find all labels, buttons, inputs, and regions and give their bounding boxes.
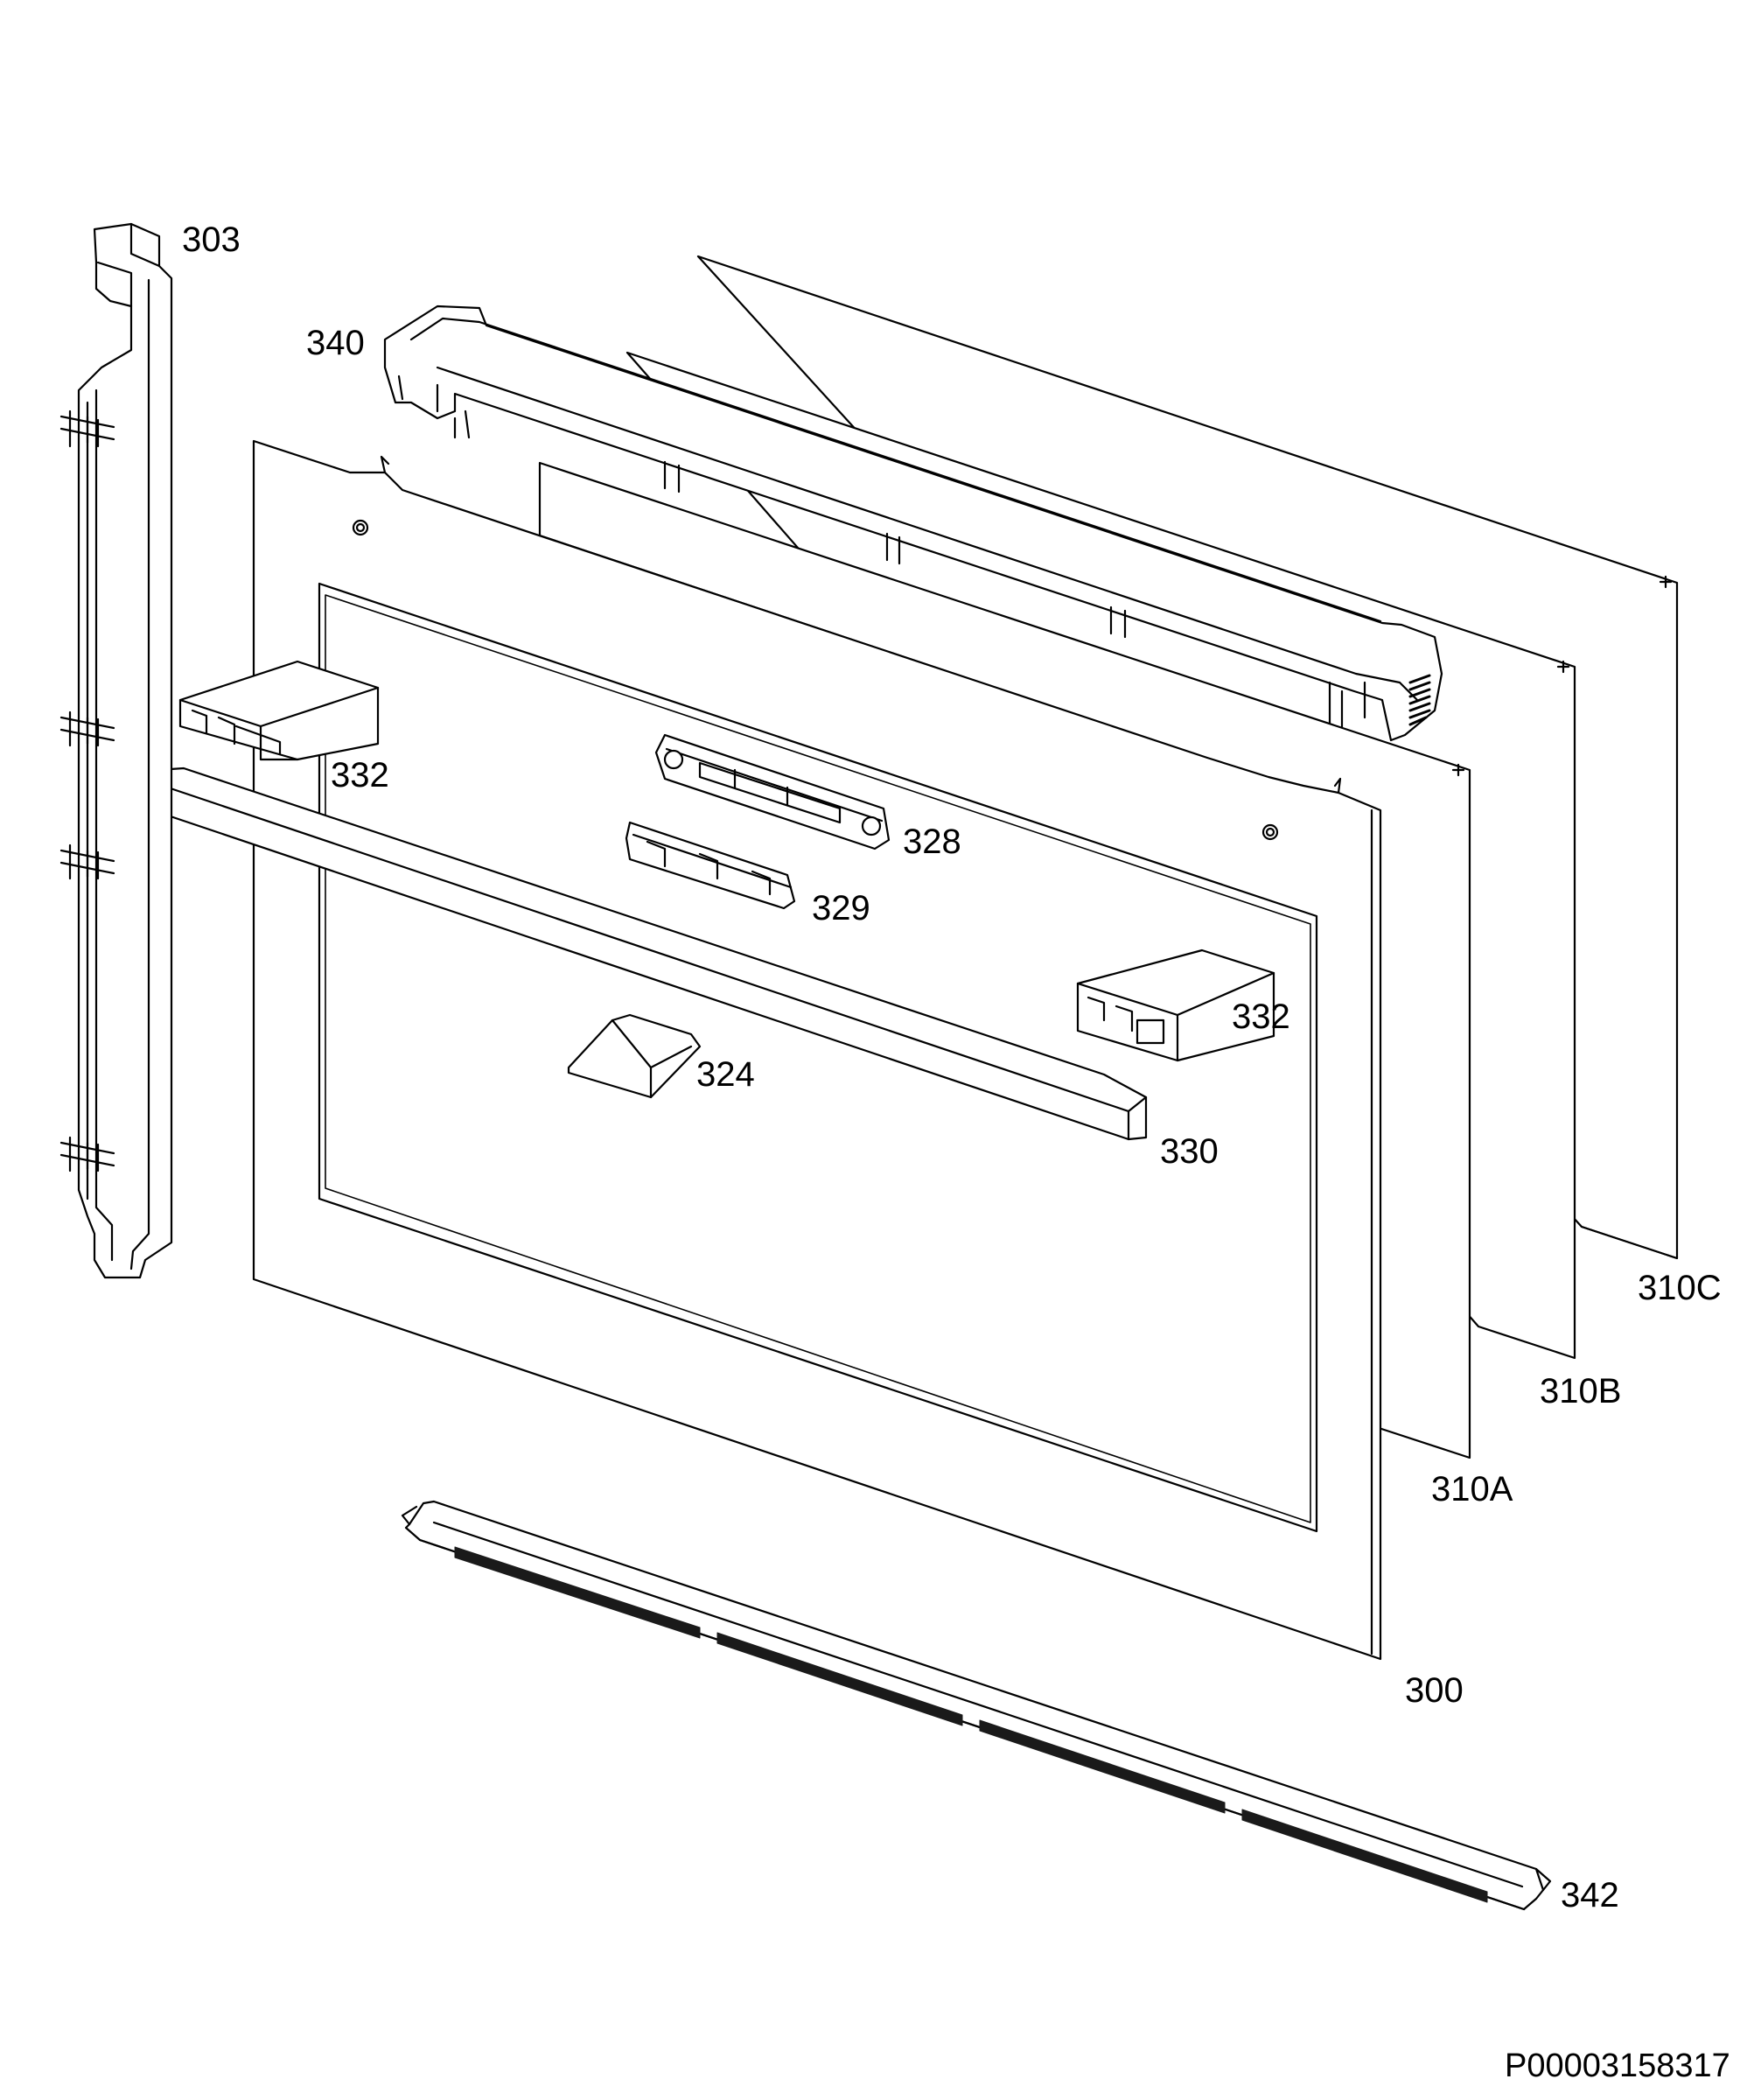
side-rail-303 — [59, 222, 173, 1279]
spacer-block-332-right — [1076, 948, 1275, 1062]
label-340: 340 — [306, 324, 365, 362]
rail-clips — [59, 410, 115, 1172]
label-310c: 310C — [1638, 1269, 1722, 1307]
top-frame-340 — [383, 304, 1443, 742]
trim-bar-330 — [156, 766, 1148, 1141]
hinge-328 — [654, 733, 891, 850]
label-300: 300 — [1405, 1671, 1464, 1710]
label-342: 342 — [1561, 1876, 1619, 1914]
label-332-right: 332 — [1232, 998, 1290, 1036]
label-330: 330 — [1160, 1132, 1219, 1171]
label-329: 329 — [812, 889, 870, 928]
latch-329 — [625, 821, 796, 910]
door-frame-300 — [252, 439, 1382, 1661]
label-328: 328 — [903, 822, 961, 861]
bottom-strip-342 — [401, 1500, 1552, 1911]
clip-324 — [567, 1013, 702, 1099]
drawing-code: P00003158317 — [1505, 2048, 1730, 2084]
label-303: 303 — [182, 220, 241, 259]
label-310a: 310A — [1431, 1470, 1513, 1508]
label-324: 324 — [696, 1055, 755, 1094]
label-310b: 310B — [1540, 1372, 1622, 1410]
label-332-left: 332 — [331, 756, 389, 794]
spacer-block-332-left — [178, 660, 380, 761]
